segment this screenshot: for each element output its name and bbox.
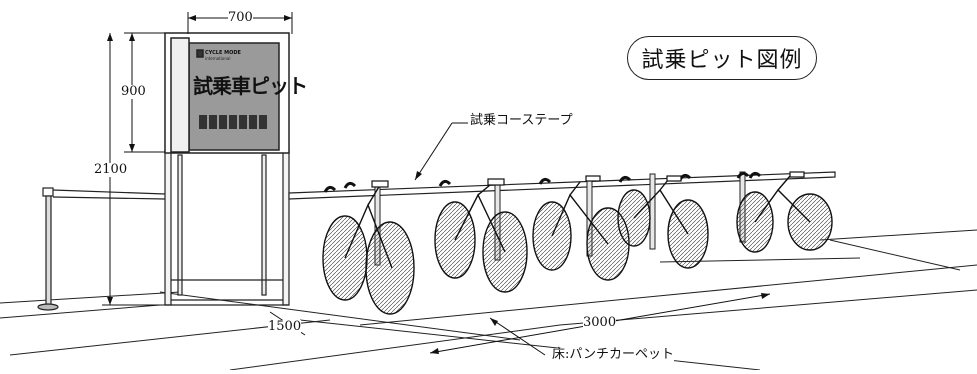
bicycles: [322, 189, 833, 315]
callout-course-tape: 試乗コーステープ: [470, 113, 573, 128]
saddles: [371, 171, 805, 188]
callout-floor: 床:パンチカーペット: [552, 347, 675, 362]
dimension-arrowheads: [107, 15, 770, 354]
bike-1-rear-wheel: [365, 221, 415, 315]
dim-sign-width: 700: [228, 10, 253, 25]
bike-frames: [344, 175, 811, 269]
diagram-title: 試乗ピット図例: [627, 36, 817, 80]
dim-sign-height: 900: [121, 84, 146, 99]
dim-pit-length: 3000: [583, 315, 617, 330]
stanchion: [37, 187, 59, 311]
sign-logo-text: CYCLE MODE: [205, 50, 241, 56]
sign-stand: [164, 149, 290, 306]
dim-pit-depth: 1500: [268, 319, 302, 334]
sign-board: [164, 32, 290, 154]
sign-heading: 試乗車ピット: [193, 74, 308, 98]
sign-logo-sub: international: [205, 56, 231, 61]
dim-total-height: 2100: [94, 162, 128, 177]
